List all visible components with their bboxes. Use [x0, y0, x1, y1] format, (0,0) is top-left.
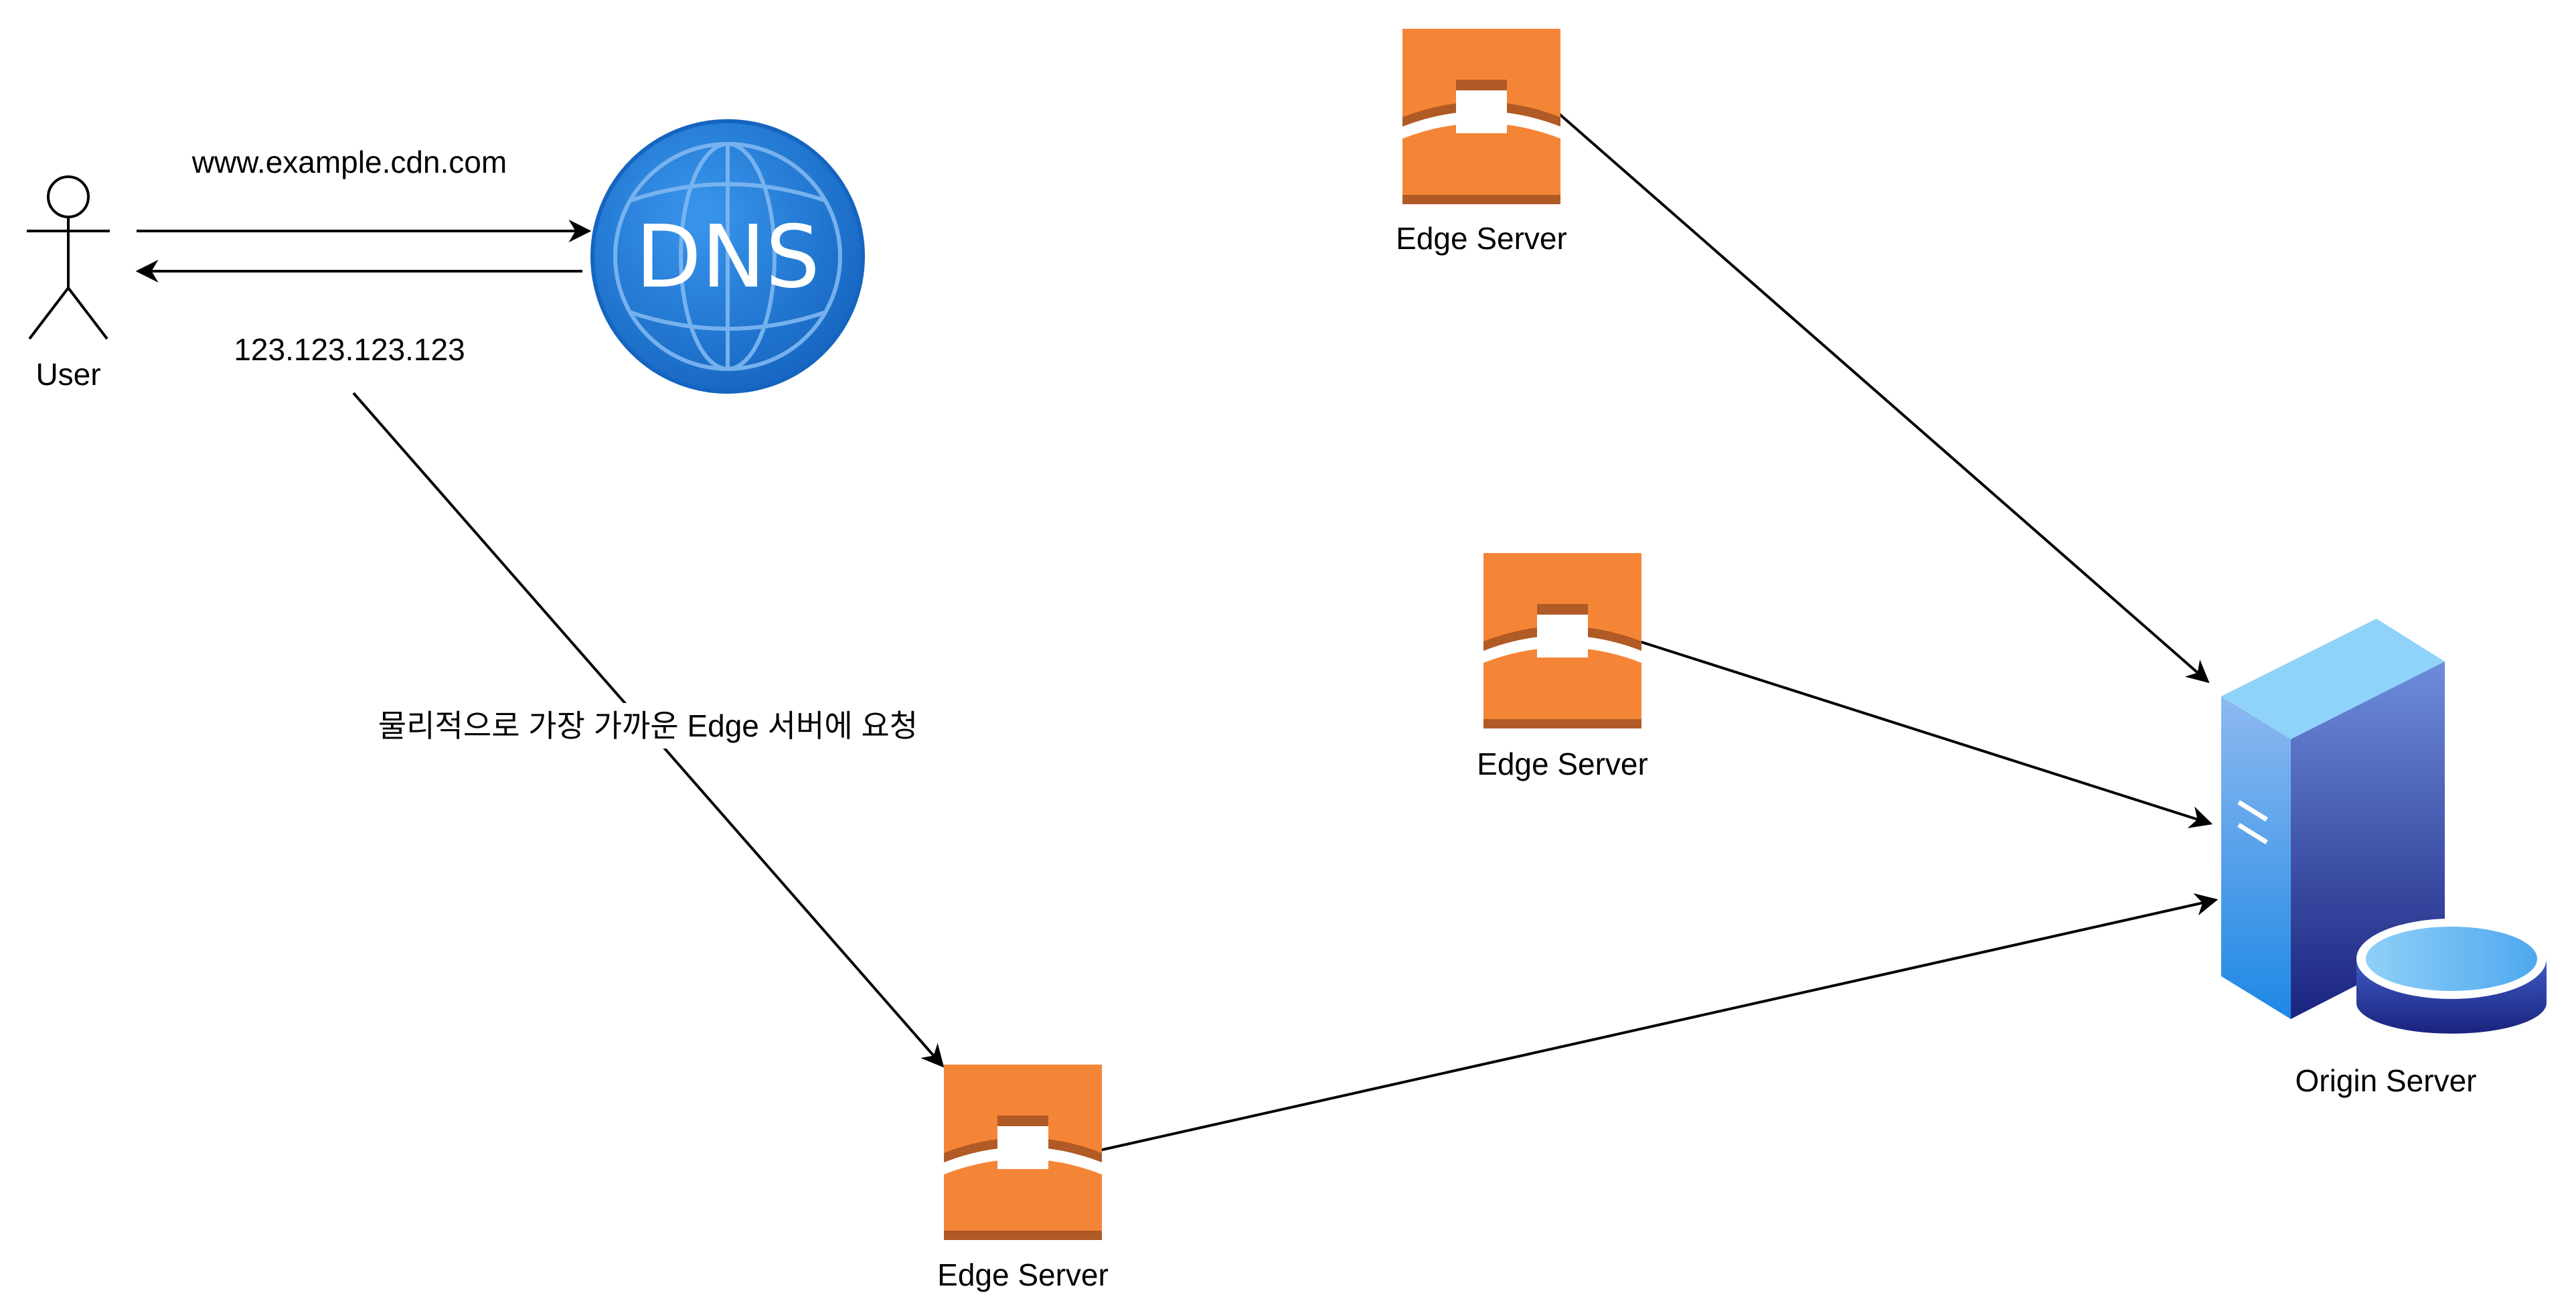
user-actor	[27, 175, 110, 340]
edge-server-bottom	[944, 1065, 1102, 1240]
edge-label-dns-to-user: 123.123.123.123	[234, 332, 465, 367]
edge-label-user-to-edge: 물리적으로 가장 가까운 Edge 서버에 요청	[378, 708, 918, 743]
origin-server-label: Origin Server	[2296, 1063, 2477, 1098]
edge-label-background	[361, 703, 937, 749]
user-head-icon	[47, 175, 90, 218]
edge-label-user-to-dns: www.example.cdn.com	[191, 145, 507, 179]
arrow-edge-bottom-to-origin	[1099, 893, 2219, 1152]
connectors	[135, 112, 2219, 1152]
edge-server-middle-label: Edge Server	[1477, 747, 1648, 781]
user-label: User	[35, 357, 100, 392]
edge-server-bottom-label: Edge Server	[937, 1257, 1109, 1292]
dns-label: DNS	[635, 208, 820, 307]
origin-server-icon	[2221, 619, 2547, 1034]
dns-node: DNS	[590, 119, 865, 394]
edge-server-middle	[1483, 553, 1641, 728]
origin-server-node: Origin Server	[2221, 619, 2547, 1098]
arrow-edge-top-to-origin	[1558, 112, 2210, 684]
arrow-edge-middle-to-origin	[1639, 640, 2213, 828]
edge-server-top	[1402, 29, 1560, 204]
edge-server-top-label: Edge Server	[1396, 221, 1567, 256]
